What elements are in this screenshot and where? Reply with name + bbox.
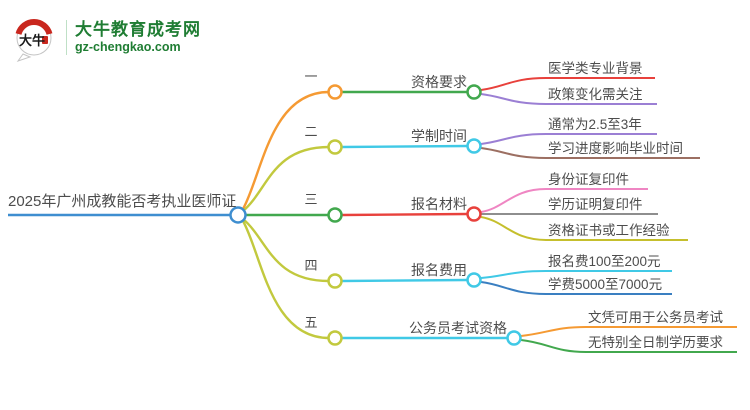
branch-5-child-1-label: 文凭可用于公务员考试 (588, 310, 723, 325)
branch-3-child-3-label: 资格证书或工作经验 (548, 223, 670, 238)
connector-branch-3 (341, 212, 468, 217)
connector-branch-4 (341, 278, 468, 283)
topic-node-4 (466, 272, 482, 288)
num-node-2 (327, 139, 343, 155)
branch-4-child-1-label: 报名费100至200元 (548, 254, 661, 269)
branch-1-label: 资格要求 (411, 74, 467, 90)
seal-icon (42, 36, 48, 44)
branch-5-label: 公务员考试资格 (409, 320, 507, 336)
branch-4-index: 四 (304, 258, 318, 273)
branch-3-child-2-label: 学历证明复印件 (548, 197, 643, 212)
branch-3-index: 三 (304, 192, 318, 207)
topic-node-5 (506, 330, 522, 346)
red-arc-icon (15, 19, 53, 35)
branch-2-child-2-label: 学习进度影响毕业时间 (548, 141, 683, 156)
connector-b3-child-1 (480, 188, 648, 213)
branch-2-child-1-label: 通常为2.5至3年 (548, 117, 642, 132)
branch-1-child-1-label: 医学类专业背景 (548, 61, 643, 76)
connector-root-branch-2 (242, 145, 330, 212)
speech-bubble-tail-icon (16, 53, 32, 62)
branch-1-child-2-label: 政策变化需关注 (548, 87, 643, 102)
topic-node-1 (466, 84, 482, 100)
connector-b5-child-2 (520, 339, 737, 353)
num-node-5 (327, 330, 343, 346)
branch-2-label: 学制时间 (411, 128, 467, 144)
brand-name: 大牛教育成考网 (75, 19, 201, 39)
connector-root-branch-5 (241, 220, 330, 340)
connector-b3-child-3 (480, 216, 688, 241)
topic-node-2 (466, 138, 482, 154)
brand-text-block: 大牛教育成考网 gz-chengkao.com (66, 19, 201, 55)
connector-root-branch-1 (241, 90, 330, 210)
topic-node-3 (466, 206, 482, 222)
branch-5-child-2-label: 无特别全日制学历要求 (588, 335, 723, 350)
connector-b4-child-2 (480, 281, 672, 295)
num-node-4 (327, 273, 343, 289)
branch-5-index: 五 (304, 315, 318, 330)
branch-4-child-2-label: 学费5000至7000元 (548, 277, 663, 292)
connector-branch-2 (341, 144, 468, 149)
brand-logo-icon: 大牛 (15, 19, 53, 62)
connector-b1-child-2 (480, 93, 657, 105)
connector-b2-child-2 (480, 147, 700, 159)
connector-root-branch-4 (242, 218, 330, 283)
root-topic-label: 2025年广州成教能否考执业医师证 (8, 193, 237, 210)
branch-3-child-1-label: 身份证复印件 (548, 172, 629, 187)
logo-text: 大牛 (19, 33, 45, 48)
branch-2-index: 二 (304, 124, 318, 139)
connector-b5-child-1 (520, 326, 737, 337)
brand-domain: gz-chengkao.com (75, 39, 181, 54)
num-node-3 (327, 207, 343, 223)
connector-b2-child-1 (480, 133, 657, 145)
connector-b1-child-1 (480, 77, 655, 91)
brand-block: 大牛 大牛教育成考网 gz-chengkao.com (10, 12, 201, 62)
connector-b4-child-1 (480, 270, 672, 279)
num-node-1 (327, 84, 343, 100)
branch-4-label: 报名费用 (411, 262, 467, 278)
branch-3-label: 报名材料 (411, 196, 467, 212)
branch-1-index: 一 (304, 69, 318, 84)
root-node-circle (229, 206, 247, 224)
